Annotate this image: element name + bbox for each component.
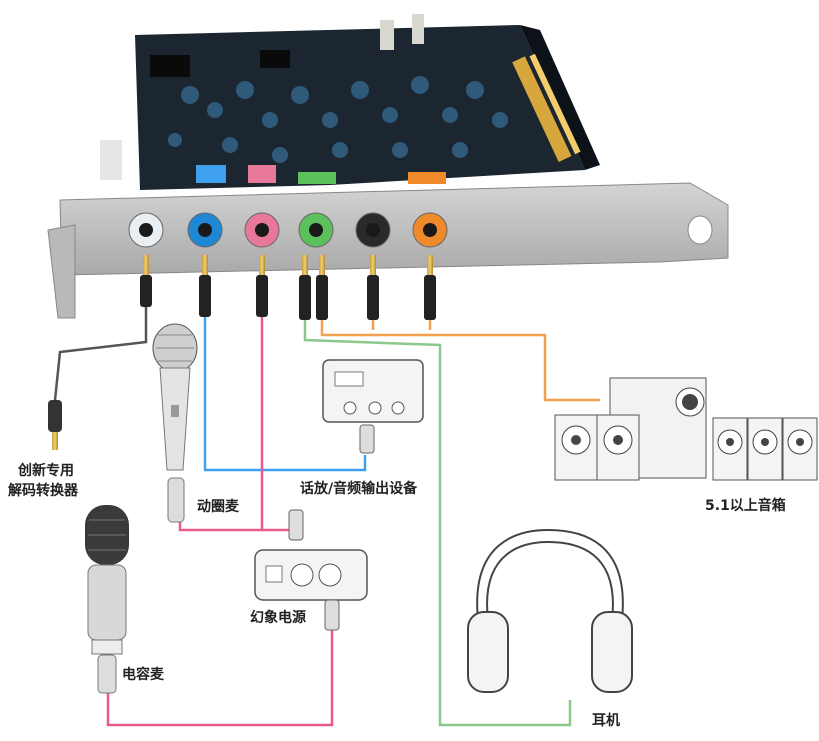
plug-black [367, 255, 379, 320]
jack-black [355, 212, 391, 248]
headphones-label: 耳机 [592, 713, 620, 729]
decoder-plug [48, 400, 62, 450]
metal-bracket [47, 182, 729, 319]
internal-orange-connector [408, 172, 446, 184]
cable-orange-rear [371, 260, 432, 330]
internal-pink-connector [248, 165, 276, 183]
amp-device-label: 话放/音频输出设备 [300, 481, 418, 497]
cable-green [303, 260, 572, 727]
plug-green2 [316, 255, 328, 320]
dynamic-microphone [152, 323, 198, 523]
speaker-right [712, 417, 818, 481]
audio-interface-device [322, 359, 424, 454]
cable-pink-dynamic [178, 260, 264, 532]
plug-white [140, 255, 152, 307]
jack-white [128, 212, 164, 248]
jack-green [298, 212, 334, 248]
pci-gold-contacts [512, 53, 581, 162]
dynamic-mic-label: 动圈麦 [197, 499, 239, 515]
internal-green-connector [298, 172, 336, 184]
jack-pink [244, 212, 280, 248]
audio-jacks [128, 212, 448, 248]
condenser-mic-label: 电容麦 [122, 667, 164, 683]
phantom-power-box [254, 509, 368, 631]
phantom-power-label: 幻象电源 [250, 610, 306, 626]
condenser-microphone [85, 505, 129, 694]
sound-card-board [100, 14, 600, 190]
speakers-5-1 [554, 377, 818, 481]
jack-orange [412, 212, 448, 248]
plug-green [299, 255, 311, 320]
plug-orange [424, 255, 436, 320]
speaker-left [554, 414, 640, 481]
plug-pink [256, 255, 268, 317]
jack-blue [187, 212, 223, 248]
plug-blue [199, 255, 211, 317]
plugs [140, 255, 436, 320]
headphones [467, 528, 633, 693]
capacitors [168, 76, 508, 163]
cable-blue [203, 260, 367, 472]
internal-blue-connector [196, 165, 226, 183]
speakers-label: 5.1以上音箱 [705, 498, 786, 514]
decoder-label-line2: 解码转换器 [8, 483, 78, 499]
cable-pink-condenser [106, 630, 334, 727]
chips [100, 14, 424, 180]
decoder-label-line1: 创新专用 [18, 463, 74, 479]
